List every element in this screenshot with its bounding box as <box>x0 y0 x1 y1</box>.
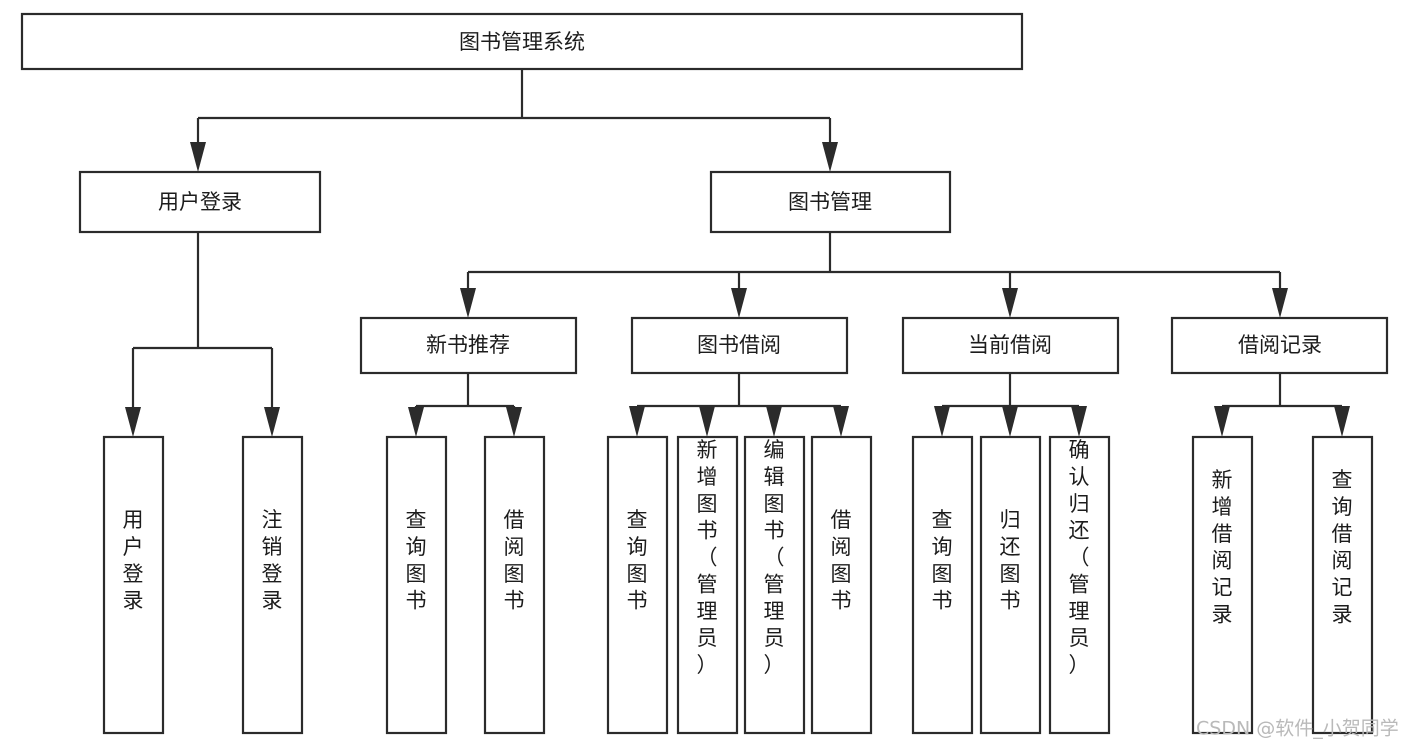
node-book-borrow-box[interactable] <box>630 316 849 375</box>
arrow-leaf-query-book-1 <box>408 407 424 437</box>
node-leaf-confirm-return-label: 确认归还（管理员） <box>1069 438 1090 677</box>
node-new-book-recommend-label: 新书推荐 <box>426 333 510 357</box>
node-borrow-record-label: 借阅记录 <box>1238 333 1322 357</box>
arrow-leaf-borrow-book-1 <box>506 407 522 437</box>
arrow-to-current-borrow <box>1002 288 1018 318</box>
node-current-borrow-label: 当前借阅 <box>968 333 1052 357</box>
node-leaf-user-logout-label: 注销登录 <box>262 508 283 613</box>
node-leaf-add-book[interactable]: 新增图书（管理员） <box>676 435 739 735</box>
node-leaf-add-book-box[interactable] <box>676 435 739 735</box>
node-leaf-add-record-label: 新增借阅记录 <box>1212 468 1233 626</box>
node-leaf-borrow-book-2-label: 借阅图书 <box>831 508 852 613</box>
node-book-manage[interactable]: 图书管理 <box>709 170 952 234</box>
node-leaf-query-record-box[interactable] <box>1311 435 1374 735</box>
arrow-leaf-borrow-book-2 <box>833 406 849 437</box>
connector-layer <box>125 69 1350 437</box>
node-leaf-borrow-book-1[interactable]: 借阅图书 <box>483 435 546 735</box>
arrow-to-book-manage <box>822 142 838 172</box>
node-user-login-box[interactable] <box>78 170 322 234</box>
node-leaf-query-book-2[interactable]: 查询图书 <box>606 435 669 735</box>
arrow-leaf-confirm-return <box>1071 406 1087 437</box>
node-current-borrow-box[interactable] <box>901 316 1120 375</box>
node-borrow-record-box[interactable] <box>1170 316 1389 375</box>
node-leaf-confirm-return-box[interactable] <box>1048 435 1111 735</box>
node-leaf-query-book-1-box[interactable] <box>385 435 448 735</box>
arrow-leaf-user-logout <box>264 407 280 437</box>
arrow-leaf-add-record <box>1214 406 1230 437</box>
node-leaf-add-record-box[interactable] <box>1191 435 1254 735</box>
node-borrow-record[interactable]: 借阅记录 <box>1170 316 1389 375</box>
arrow-leaf-query-book-3 <box>934 406 950 437</box>
node-new-book-recommend[interactable]: 新书推荐 <box>359 316 578 375</box>
node-leaf-borrow-book-1-box[interactable] <box>483 435 546 735</box>
arrow-leaf-add-book <box>699 406 715 437</box>
node-book-manage-box[interactable] <box>709 170 952 234</box>
node-leaf-edit-book-label: 编辑图书（管理员） <box>764 438 785 677</box>
node-leaf-return-book[interactable]: 归还图书 <box>979 435 1042 735</box>
node-book-borrow-label: 图书借阅 <box>697 333 781 357</box>
node-user-login[interactable]: 用户登录 <box>78 170 322 234</box>
node-current-borrow[interactable]: 当前借阅 <box>901 316 1120 375</box>
node-leaf-return-book-box[interactable] <box>979 435 1042 735</box>
node-user-login-label: 用户登录 <box>158 190 242 214</box>
node-leaf-query-book-3[interactable]: 查询图书 <box>911 435 974 735</box>
arrow-leaf-return-book <box>1002 406 1018 437</box>
node-book-borrow[interactable]: 图书借阅 <box>630 316 849 375</box>
watermark-label: CSDN @软件_小贺同学 <box>1196 718 1399 740</box>
node-leaf-edit-book-box[interactable] <box>743 435 806 735</box>
node-leaf-user-logout-box[interactable] <box>241 435 304 735</box>
node-leaf-query-book-2-box[interactable] <box>606 435 669 735</box>
node-leaf-user-logout[interactable]: 注销登录 <box>241 435 304 735</box>
node-leaf-confirm-return[interactable]: 确认归还（管理员） <box>1048 435 1111 735</box>
node-leaf-query-book-3-label: 查询图书 <box>932 508 953 613</box>
node-leaf-borrow-book-2[interactable]: 借阅图书 <box>810 435 873 735</box>
node-leaf-add-book-label: 新增图书（管理员） <box>697 438 718 677</box>
arrow-leaf-user-login <box>125 407 141 437</box>
node-leaf-query-book-3-box[interactable] <box>911 435 974 735</box>
node-leaf-borrow-book-1-label: 借阅图书 <box>504 508 525 613</box>
node-leaf-user-login-label: 用户登录 <box>123 508 144 613</box>
node-leaf-query-record[interactable]: 查询借阅记录 <box>1311 435 1374 735</box>
node-leaf-edit-book[interactable]: 编辑图书（管理员） <box>743 435 806 735</box>
node-leaf-query-book-2-label: 查询图书 <box>627 508 648 613</box>
node-leaf-query-book-1-label: 查询图书 <box>406 508 427 613</box>
node-root-box[interactable] <box>20 12 1024 71</box>
node-root-label: 图书管理系统 <box>459 30 585 54</box>
node-book-manage-label: 图书管理 <box>788 190 872 214</box>
node-leaf-add-record[interactable]: 新增借阅记录 <box>1191 435 1254 735</box>
arrow-leaf-query-record <box>1334 406 1350 437</box>
arrow-leaf-query-book-2 <box>629 406 645 437</box>
arrow-to-book-borrow <box>731 288 747 318</box>
node-root[interactable]: 图书管理系统 <box>20 12 1024 71</box>
arrow-to-borrow-record <box>1272 288 1288 318</box>
node-leaf-user-login-box[interactable] <box>102 435 165 735</box>
node-leaf-query-record-label: 查询借阅记录 <box>1332 468 1353 626</box>
arrow-to-new-book-recommend <box>460 288 476 318</box>
node-leaf-return-book-label: 归还图书 <box>1000 508 1021 613</box>
node-leaf-user-login[interactable]: 用户登录 <box>102 435 165 735</box>
node-new-book-recommend-box[interactable] <box>359 316 578 375</box>
arrow-to-user-login <box>190 142 206 172</box>
node-leaf-query-book-1[interactable]: 查询图书 <box>385 435 448 735</box>
node-leaf-borrow-book-2-box[interactable] <box>810 435 873 735</box>
arrow-leaf-edit-book <box>766 406 782 437</box>
